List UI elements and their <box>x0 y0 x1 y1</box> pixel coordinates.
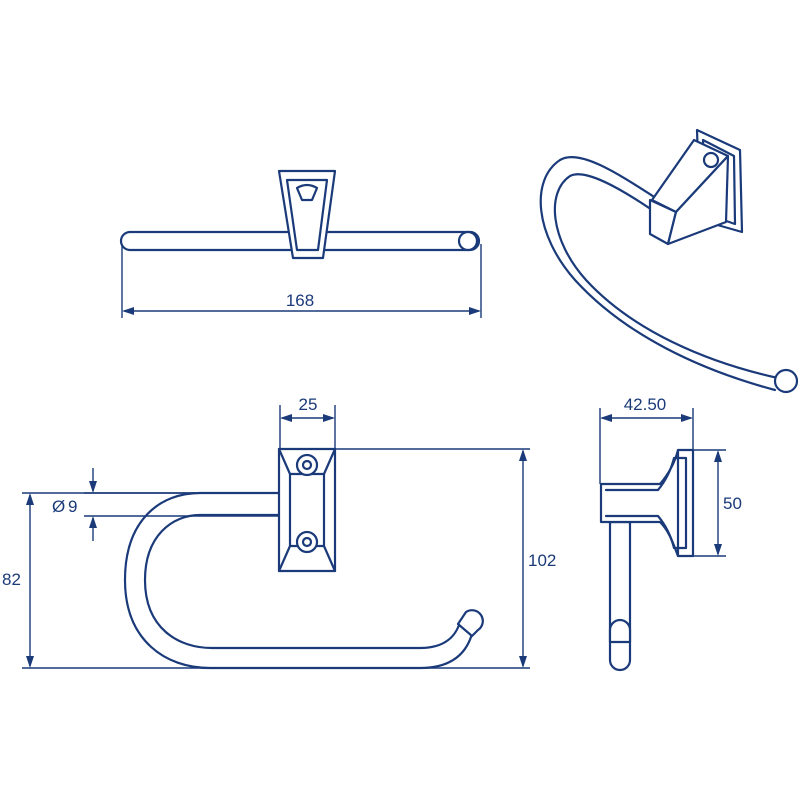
side-dim-42-arrow-left <box>600 414 612 422</box>
side-dim-50-arrow-top <box>714 450 722 462</box>
front-dim-9-arrow-top <box>89 481 97 493</box>
top-view-bracket <box>277 169 337 260</box>
side-view-ring-end <box>608 618 632 644</box>
front-view-screw-bottom-outer <box>295 530 319 554</box>
top-view-bracket-face <box>285 178 329 252</box>
dim-label-42-50: 42.50 <box>624 395 667 414</box>
front-dim-102-arrow-bottom <box>519 656 527 668</box>
top-view: 168 <box>119 169 482 318</box>
side-view-ring-shaft <box>608 520 632 672</box>
iso-screw-hole <box>702 151 720 169</box>
front-dim-82-arrow-bottom <box>26 656 34 668</box>
top-view-bracket-notch <box>295 183 319 202</box>
side-view-bracket-inner <box>604 456 688 550</box>
front-dim-25-arrow-right <box>323 414 335 422</box>
front-view: 25 Ø 9 82 102 <box>2 395 556 670</box>
front-view-ring-inner <box>143 513 462 650</box>
diameter-symbol: Ø <box>52 497 65 516</box>
side-dim-42-arrow-right <box>681 414 693 422</box>
front-dim-25-arrow-left <box>280 414 292 422</box>
isometric-view <box>539 128 799 394</box>
front-dim-82-arrow-top <box>26 493 34 505</box>
front-view-screw-top-outer <box>295 453 319 477</box>
dim-label-102: 102 <box>528 551 556 570</box>
iso-ring-inner <box>553 173 780 380</box>
dim-label-168: 168 <box>286 291 314 310</box>
dim-label-50: 50 <box>723 494 742 513</box>
front-view-bracket-bevel <box>277 447 337 573</box>
side-dim-50-arrow-bottom <box>714 544 722 556</box>
iso-ring <box>539 155 777 392</box>
front-view-screw-bottom-inner <box>301 536 313 548</box>
front-view-ring-outer <box>123 491 476 670</box>
top-view-dim-arrow-right <box>469 307 481 315</box>
dim-label-82: 82 <box>2 570 21 589</box>
dim-label-25: 25 <box>299 395 318 414</box>
side-view: 42.50 50 <box>599 395 742 672</box>
front-view-screw-top-inner <box>301 459 313 471</box>
iso-bracket-side <box>666 154 730 246</box>
front-dim-9-arrow-bottom <box>89 516 97 528</box>
top-view-bar-end-cap <box>457 230 479 252</box>
dim-label-9: 9 <box>68 497 77 516</box>
front-view-ring-end <box>456 609 484 638</box>
top-view-dim-arrow-left <box>122 307 134 315</box>
front-dim-102-arrow-top <box>519 449 527 461</box>
iso-ring-end-cap <box>773 368 799 394</box>
